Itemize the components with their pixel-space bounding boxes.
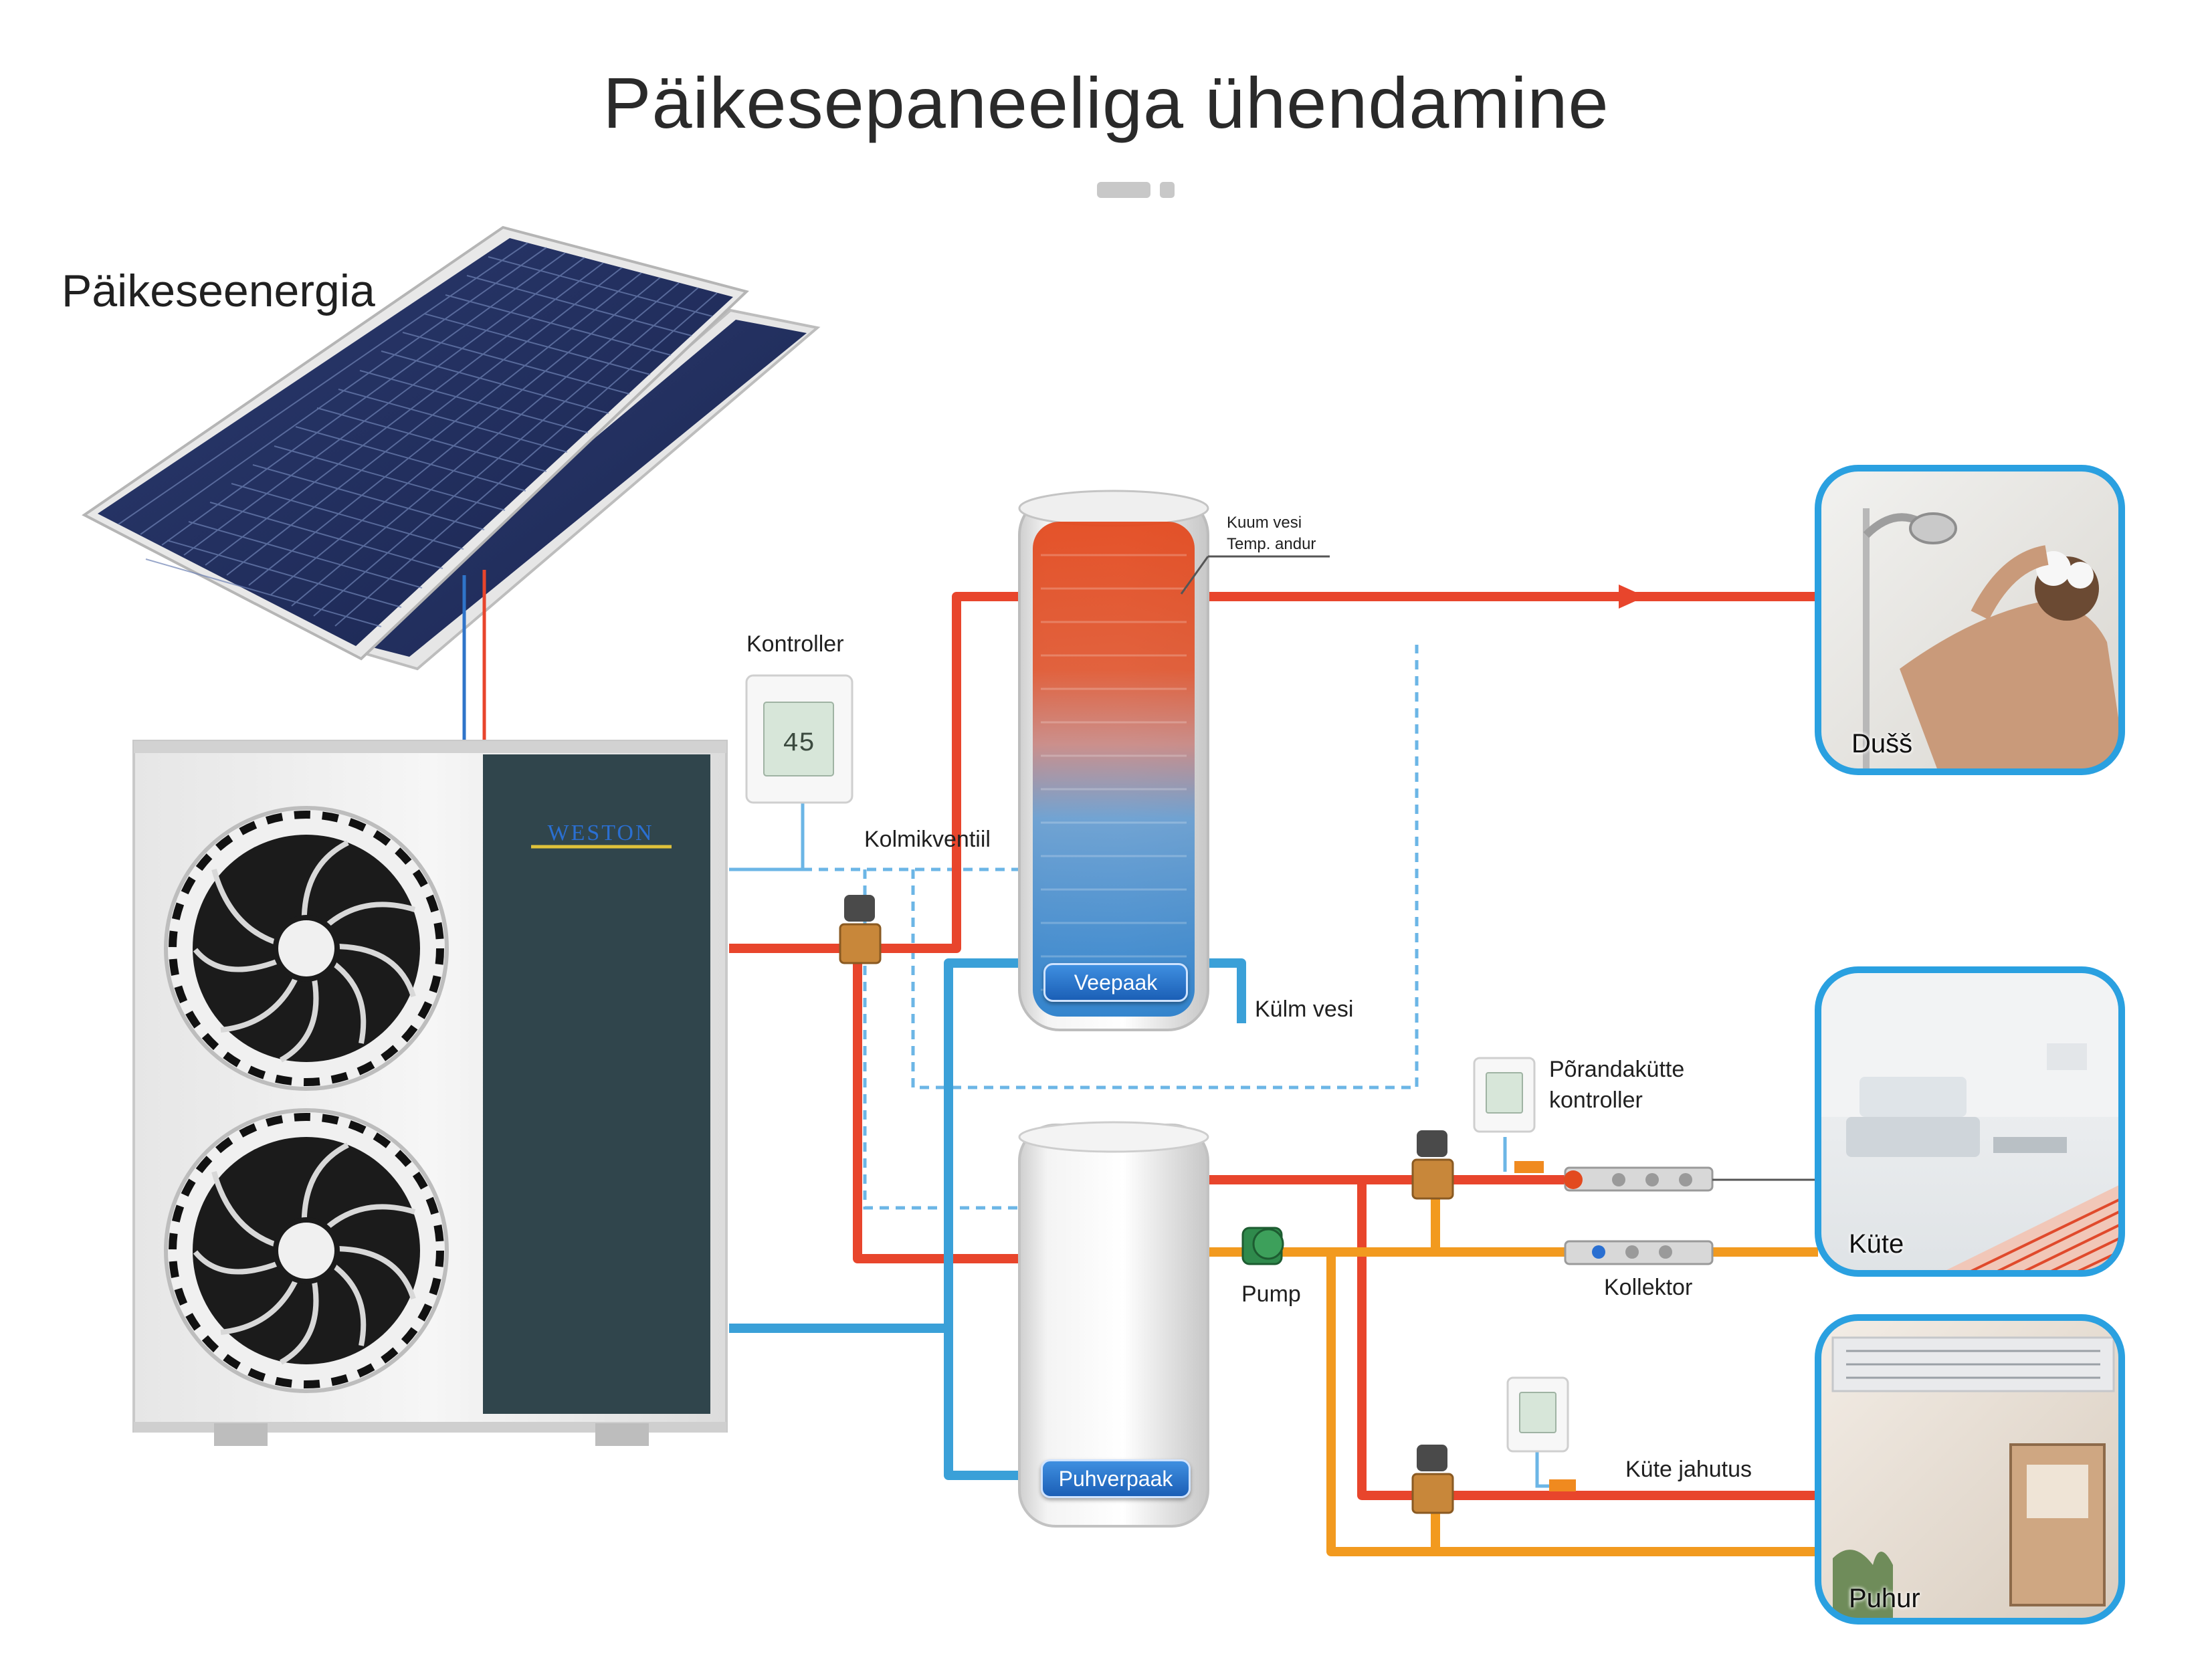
brand-logo: WESTON <box>547 821 653 845</box>
water-tank-badge: Veepaak <box>1043 963 1188 1002</box>
zone-valve-icon <box>1411 1445 1454 1514</box>
temp-sensor-label: Temp. andur <box>1227 535 1316 553</box>
pump-label: Pump <box>1241 1281 1301 1307</box>
title-divider <box>1097 182 1150 198</box>
buffer-tank <box>1018 1121 1209 1528</box>
cold-water-label: Külm vesi <box>1255 997 1354 1022</box>
fan-icon <box>164 1108 449 1393</box>
buffer-tank-badge: Puhverpaak <box>1041 1459 1191 1498</box>
solar-energy-label: Päikeseenergia <box>62 266 375 316</box>
floor-controller-label: Põrandakütte <box>1549 1057 1685 1082</box>
heating-cooling-label: Küte jahutus <box>1625 1457 1752 1482</box>
shower-photo <box>1815 465 2125 775</box>
hot-water-sensor-label: Kuum vesi <box>1227 514 1302 532</box>
hot-pipes <box>729 592 1818 1500</box>
cold-pipes <box>729 958 1246 1480</box>
controller-device: 45 <box>745 674 853 804</box>
shower-label: Dušš <box>1851 729 1913 758</box>
heating-label: Küte <box>1849 1229 1904 1259</box>
floor-heating-photo <box>1815 966 2125 1277</box>
three-way-valve-label: Kolmikventiil <box>864 827 991 852</box>
floor-controller-label-2: kontroller <box>1549 1087 1643 1113</box>
collector-manifold-icon <box>1564 1166 1818 1265</box>
controller-label: Kontroller <box>746 631 844 657</box>
cooling-controller-device <box>1506 1376 1576 1491</box>
signal-lines <box>729 645 1549 1488</box>
heat-pump-unit <box>132 740 728 1446</box>
fan-coil-photo <box>1815 1314 2125 1625</box>
three-way-valve-icon <box>839 895 882 964</box>
pump-icon <box>1241 1227 1284 1265</box>
fan-icon <box>164 806 449 1091</box>
controller-display: 45 <box>783 729 815 759</box>
title-divider-dot <box>1160 182 1175 198</box>
collector-label: Kollektor <box>1604 1275 1693 1300</box>
flow-arrow <box>1619 585 1645 609</box>
water-tank <box>1018 490 1330 1031</box>
zone-valve-icon <box>1411 1130 1454 1200</box>
page-title: Päikesepaneeliga ühendamine <box>603 62 1609 143</box>
fan-coil-label: Puhur <box>1849 1584 1920 1613</box>
floor-controller-device <box>1473 1057 1544 1173</box>
solar-panels <box>82 225 821 744</box>
